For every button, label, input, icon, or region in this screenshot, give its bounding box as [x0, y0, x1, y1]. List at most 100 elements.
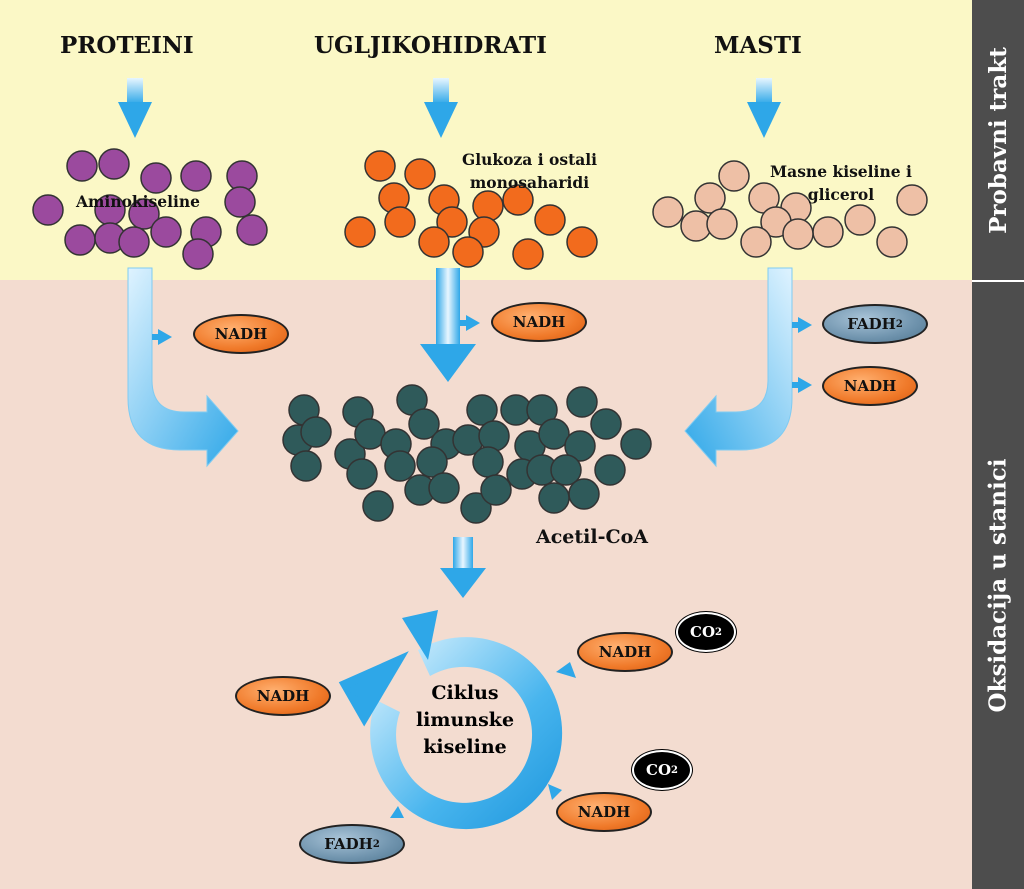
nadh-badge-fats: NADH	[822, 366, 918, 406]
label-fatty-line1: Masne kiseline i	[770, 162, 912, 181]
glucose-cluster-molecule	[512, 238, 544, 270]
label-glucose-line1: Glukoza i ostali	[462, 150, 598, 169]
fadh-subscript: 2	[895, 318, 903, 330]
acetyl-coa-cluster-molecule	[538, 482, 570, 514]
arrow-carbs-to-acetyl	[420, 268, 480, 382]
amino-acid-cluster-molecule	[180, 160, 212, 192]
amino-acid-cluster-molecule	[224, 186, 256, 218]
cycle-label-line3: kiseline	[423, 736, 507, 758]
co2-subscript: 2	[671, 764, 678, 776]
fatty-acid-cluster-molecule	[782, 218, 814, 250]
glucose-cluster-molecule	[452, 236, 484, 268]
acetyl-coa-cluster-molecule	[428, 472, 460, 504]
nadh-text: NADH	[256, 687, 310, 705]
fatty-acid-cluster-molecule	[718, 160, 750, 192]
acetyl-coa-cluster-molecule	[594, 454, 626, 486]
glucose-cluster-molecule	[364, 150, 396, 182]
nadh-text: NADH	[214, 325, 268, 343]
header-proteins: PROTEINI	[60, 32, 194, 59]
label-glucose-line2: monosaharidi	[469, 173, 590, 192]
fatty-acid-cluster-molecule	[706, 208, 738, 240]
arrow-fats-to-acetyl	[684, 267, 812, 468]
label-acetyl-coa: Acetil-CoA	[536, 526, 649, 548]
amino-acid-cluster-molecule	[118, 226, 150, 258]
nadh-badge-cycle-3: NADH	[556, 792, 652, 832]
citric-acid-cycle-ring	[338, 610, 563, 830]
label-amino-acids: Aminokiseline	[76, 192, 201, 211]
label-glucose: Glukoza i ostali monosaharidi	[462, 148, 597, 194]
glucose-cluster-molecule	[384, 206, 416, 238]
side-label-digestive-text: Probavni trakt	[984, 46, 1012, 234]
cycle-label: Ciklus limunske kiseline	[385, 680, 545, 761]
fatty-acid-cluster-molecule	[812, 216, 844, 248]
nadh-badge-carbs: NADH	[491, 302, 587, 342]
glucose-cluster-molecule	[566, 226, 598, 258]
nadh-badge-cycle-2: NADH	[235, 676, 331, 716]
acetyl-coa-cluster-molecule	[478, 420, 510, 452]
nadh-text: NADH	[843, 377, 897, 395]
nadh-text: NADH	[512, 313, 566, 331]
side-label-oxidation: Oksidacija u stanici	[972, 282, 1024, 889]
glucose-cluster-molecule	[418, 226, 450, 258]
acetyl-coa-cluster-molecule	[590, 408, 622, 440]
acetyl-coa-cluster-molecule	[346, 458, 378, 490]
acetyl-coa-cluster-molecule	[620, 428, 652, 460]
arrow-acetyl-to-cycle	[440, 537, 486, 598]
arrow-proteins-down	[118, 78, 152, 138]
amino-acid-cluster-molecule	[140, 162, 172, 194]
cycle-output-arrows	[346, 662, 576, 818]
nadh-text: NADH	[577, 803, 631, 821]
acetyl-coa-cluster	[282, 384, 652, 524]
acetyl-coa-cluster-molecule	[384, 450, 416, 482]
cycle-label-line1: Ciklus	[431, 682, 499, 704]
glucose-cluster	[344, 150, 598, 270]
arrow-fats-down	[747, 78, 781, 138]
amino-acid-cluster-molecule	[66, 150, 98, 182]
nadh-badge-proteins: NADH	[193, 314, 289, 354]
glucose-cluster-molecule	[344, 216, 376, 248]
acetyl-coa-cluster-molecule	[566, 386, 598, 418]
amino-acid-cluster-molecule	[182, 238, 214, 270]
arrow-carbs-down	[424, 78, 458, 138]
acetyl-coa-cluster-molecule	[466, 394, 498, 426]
fatty-acid-cluster-molecule	[652, 196, 684, 228]
glucose-cluster-molecule	[472, 190, 504, 222]
acetyl-coa-cluster-molecule	[550, 454, 582, 486]
glucose-cluster-molecule	[534, 204, 566, 236]
side-label-digestive: Probavni trakt	[972, 0, 1024, 280]
cell-oxidation-region	[0, 280, 972, 889]
fadh-text: FADH	[324, 835, 373, 853]
co2-subscript: 2	[715, 626, 722, 638]
fatty-acid-cluster	[652, 160, 928, 258]
acetyl-coa-cluster-molecule	[480, 474, 512, 506]
amino-acid-cluster-molecule	[128, 198, 160, 230]
glucose-cluster-molecule	[502, 184, 534, 216]
acetyl-coa-cluster-molecule	[408, 408, 440, 440]
glucose-cluster-molecule	[404, 158, 436, 190]
amino-acid-cluster-molecule	[236, 214, 268, 246]
amino-acid-cluster-molecule	[98, 148, 130, 180]
acetyl-coa-cluster-molecule	[538, 418, 570, 450]
cycle-label-line2: limunske	[415, 709, 515, 731]
co2-text: CO	[690, 623, 716, 641]
acetyl-coa-cluster-molecule	[472, 446, 504, 478]
acetyl-coa-cluster-molecule	[416, 446, 448, 478]
side-label-oxidation-text: Oksidacija u stanici	[984, 458, 1012, 713]
arrow-proteins-to-acetyl	[127, 267, 239, 468]
amino-acid-cluster-molecule	[150, 216, 182, 248]
fadh-text: FADH	[847, 315, 896, 333]
acetyl-coa-cluster-molecule	[564, 430, 596, 462]
nadh-text: NADH	[598, 643, 652, 661]
fatty-acid-cluster-molecule	[844, 204, 876, 236]
amino-acid-cluster	[32, 148, 268, 270]
fadh-subscript: 2	[372, 838, 380, 850]
fatty-acid-cluster-molecule	[740, 226, 772, 258]
acetyl-coa-cluster-molecule	[300, 416, 332, 448]
glucose-cluster-molecule	[436, 206, 468, 238]
header-carbohydrates: UGLJIKOHIDRATI	[314, 32, 547, 59]
